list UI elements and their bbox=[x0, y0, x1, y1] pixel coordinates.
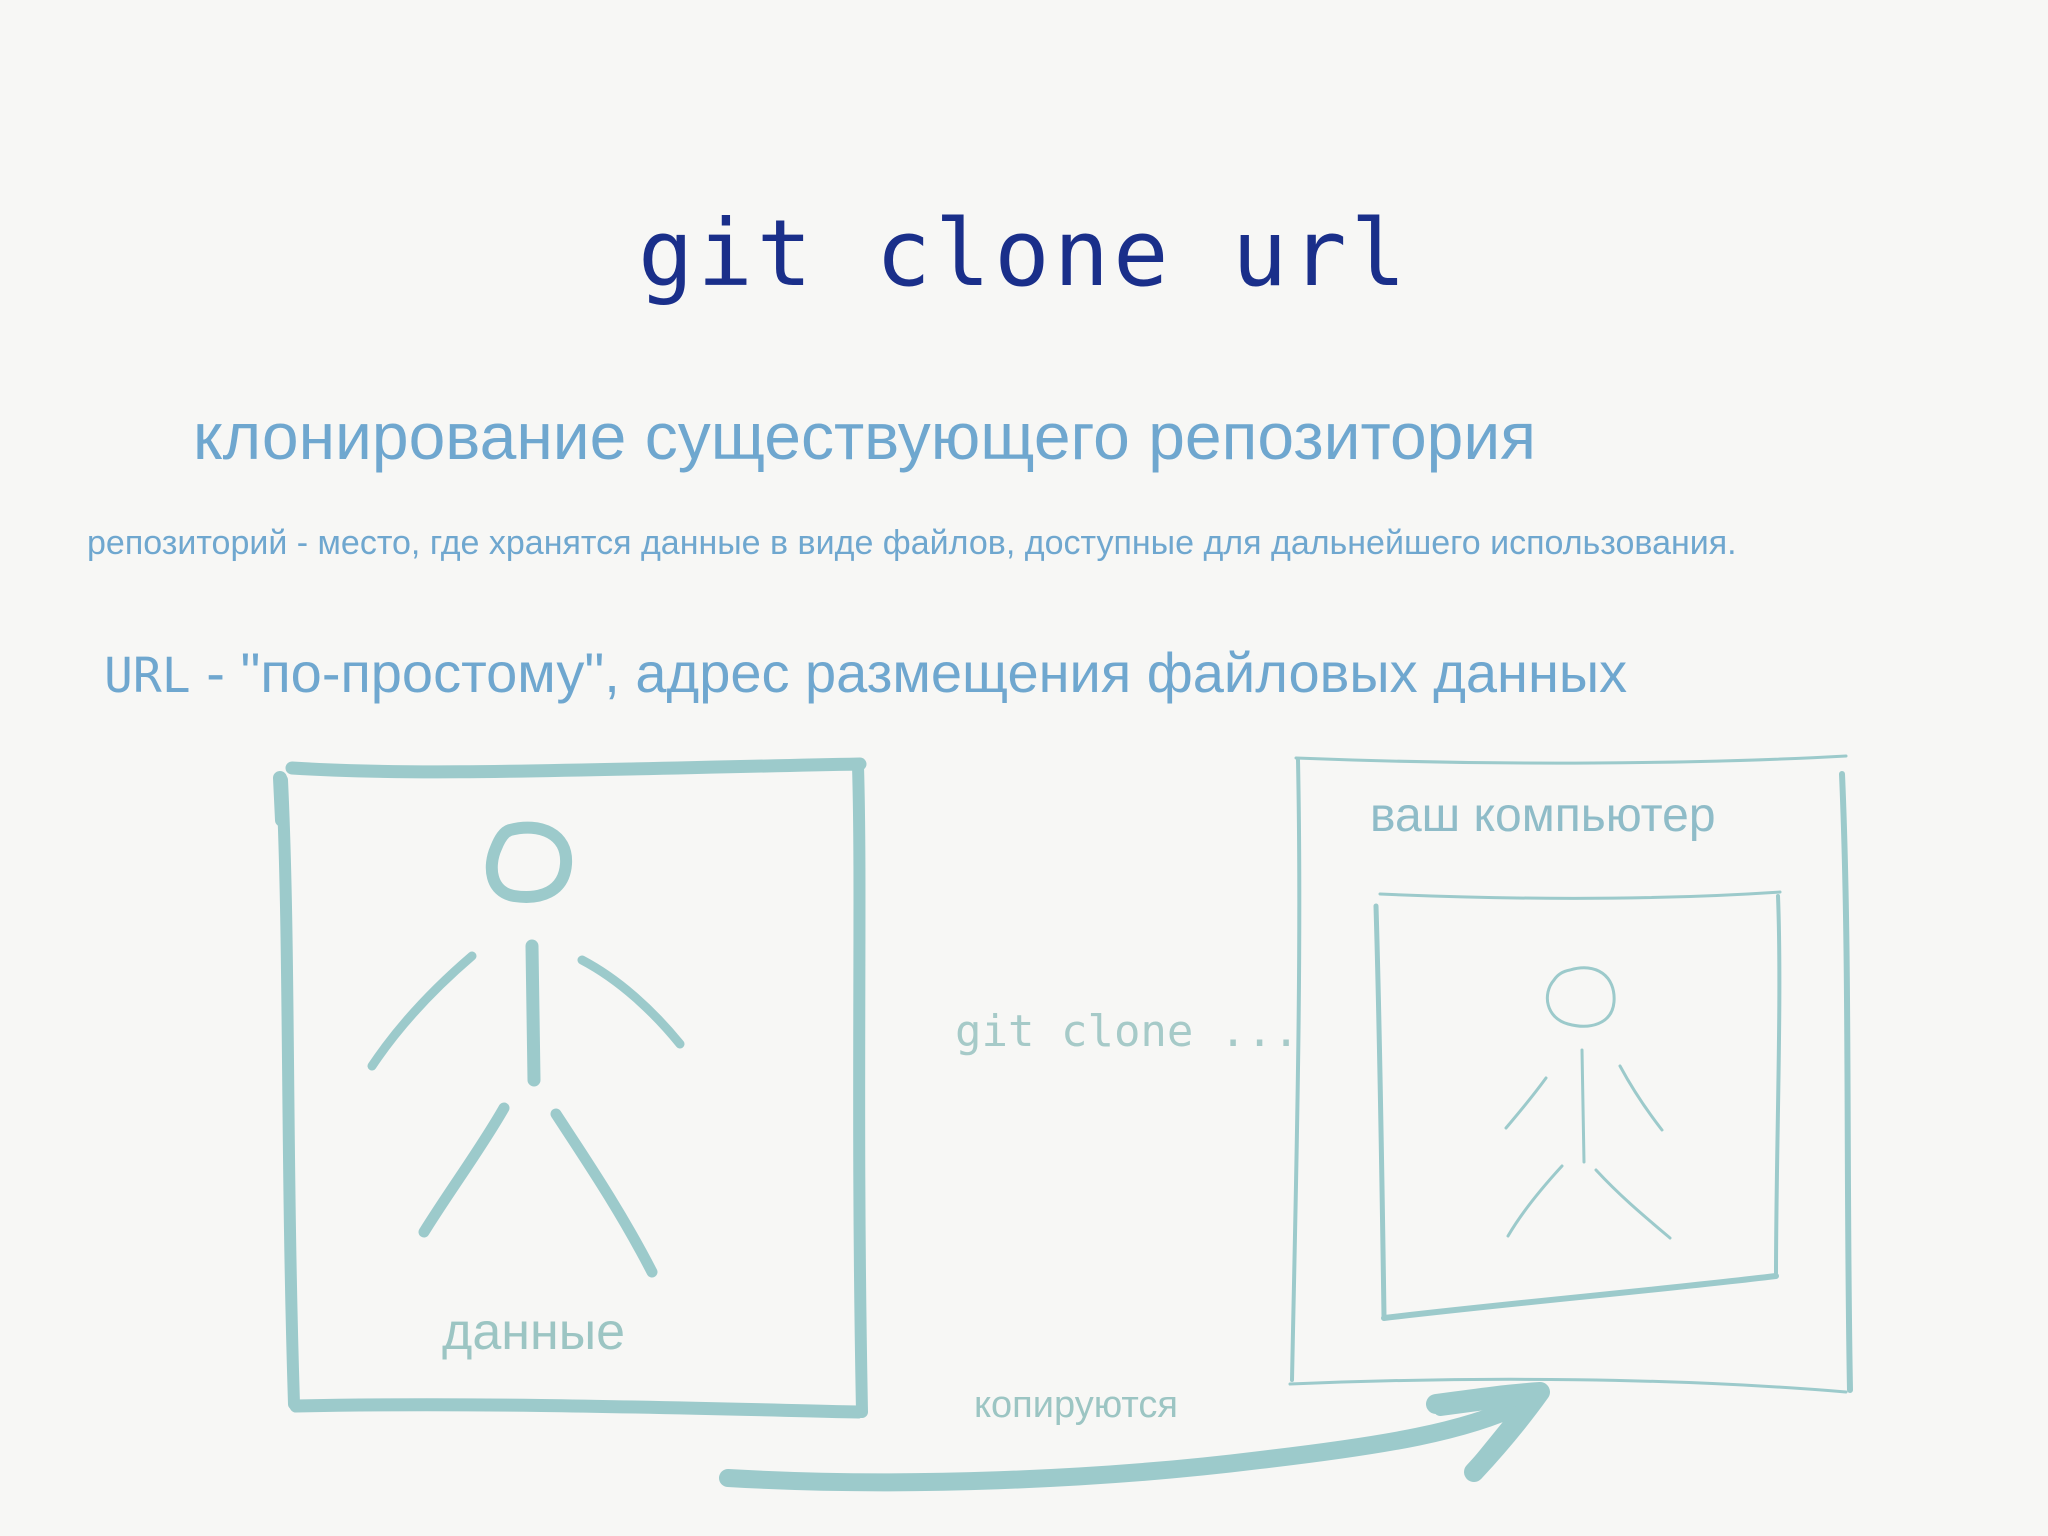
arrow-shaft bbox=[719, 1391, 1539, 1492]
copied-body bbox=[1580, 1048, 1586, 1164]
computer-bottom bbox=[1288, 1377, 1848, 1394]
arrow-head-fill bbox=[1434, 1392, 1536, 1468]
source-repo-box bbox=[273, 757, 868, 1419]
left-arm bbox=[367, 951, 477, 1071]
source-box-bottom bbox=[289, 1398, 865, 1419]
screen-bottom bbox=[1381, 1273, 1779, 1321]
arrow-label: копируются bbox=[974, 1384, 1178, 1426]
slide-subtitle: клонирование существующего репозитория bbox=[193, 399, 1536, 473]
person-icon bbox=[367, 821, 685, 1278]
source-box-right bbox=[852, 760, 868, 1418]
screen-right bbox=[1774, 894, 1782, 1278]
source-box-left-stub bbox=[273, 771, 289, 827]
computer-label: ваш компьютер bbox=[1370, 789, 1716, 842]
body bbox=[525, 939, 541, 1087]
right-arm bbox=[577, 955, 685, 1049]
screen-box bbox=[1373, 890, 1782, 1321]
screen-top bbox=[1378, 890, 1782, 900]
copied-right-arm bbox=[1618, 1064, 1664, 1132]
copied-left-arm bbox=[1504, 1076, 1548, 1130]
source-box-left bbox=[276, 774, 300, 1410]
left-leg bbox=[418, 1102, 510, 1238]
url-dash: - bbox=[190, 641, 241, 704]
copied-right-leg bbox=[1594, 1168, 1672, 1240]
computer-left bbox=[1290, 758, 1302, 1382]
repository-definition: репозиторий - место, где хранятся данные… bbox=[87, 524, 1737, 562]
url-term: URL bbox=[104, 648, 191, 704]
git-clone-command-label: git clone ... bbox=[955, 1006, 1300, 1057]
screen-left bbox=[1373, 903, 1387, 1319]
url-definition: URL - "по-простому", адрес размещения фа… bbox=[104, 640, 1627, 705]
computer-frame bbox=[1288, 754, 1853, 1394]
copied-head bbox=[1545, 966, 1616, 1028]
source-box-top bbox=[285, 757, 867, 779]
computer-top bbox=[1294, 754, 1848, 765]
slide-title: git clone url bbox=[637, 200, 1411, 307]
copy-arrow bbox=[719, 1382, 1550, 1492]
copied-person-icon bbox=[1504, 966, 1672, 1240]
computer-right bbox=[1839, 771, 1853, 1393]
source-label: данные bbox=[442, 1303, 625, 1361]
head bbox=[485, 821, 573, 903]
right-leg bbox=[550, 1108, 658, 1278]
url-explanation: "по-простому", адрес размещения файловых… bbox=[240, 641, 1628, 704]
copied-left-leg bbox=[1506, 1164, 1564, 1238]
